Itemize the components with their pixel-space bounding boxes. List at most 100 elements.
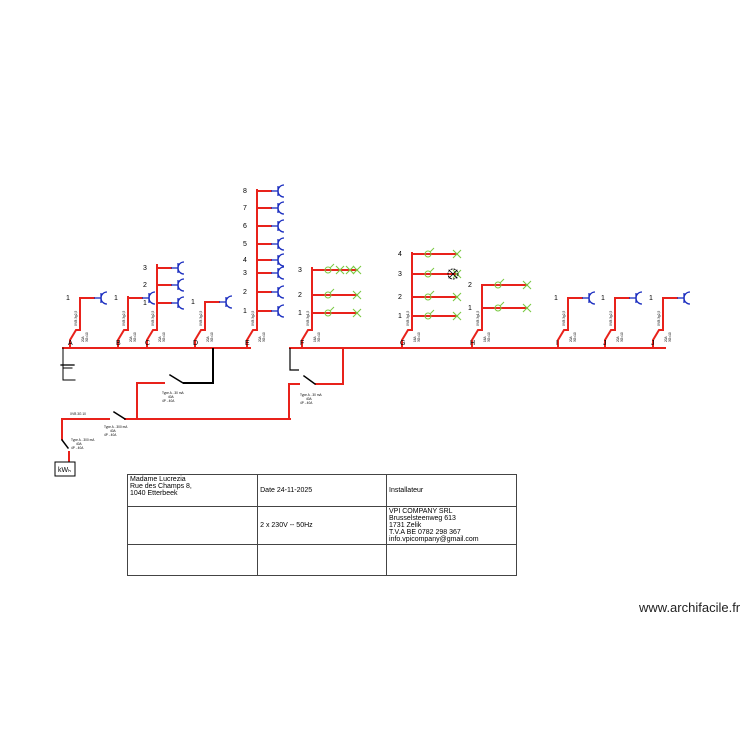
point-number: 3 bbox=[143, 265, 147, 272]
switch-symbol bbox=[324, 288, 335, 299]
circuit-letter: F bbox=[300, 340, 304, 347]
socket-icon bbox=[94, 291, 108, 305]
switch-symbol bbox=[424, 247, 435, 258]
switch-symbol bbox=[324, 263, 335, 274]
circuit-size: 3G=10 bbox=[133, 332, 137, 342]
point-number: 1 bbox=[143, 300, 147, 307]
switch-symbol bbox=[424, 309, 435, 320]
diff-rating: 40A bbox=[168, 395, 175, 399]
diff-switch-blade bbox=[168, 373, 185, 385]
socket-icon bbox=[271, 201, 285, 215]
socket-icon bbox=[271, 253, 285, 267]
socket-icon bbox=[271, 237, 285, 251]
socket-icon bbox=[171, 278, 185, 292]
diff-label: Type A - 30 mA bbox=[300, 393, 322, 397]
switch-icon bbox=[494, 301, 505, 312]
feed-wire-left bbox=[183, 348, 214, 384]
title-block: Madame Lucrezia Rue des Champs 8, 1040 E… bbox=[126, 474, 517, 576]
circuit-breaker-F bbox=[301, 329, 312, 348]
installer-label: Installateur bbox=[389, 487, 424, 494]
supply-cell: 2 x 230V -- 50Hz bbox=[257, 506, 388, 545]
circuit-cable: XVB 3g1,5 bbox=[306, 311, 310, 326]
point-number: 1 bbox=[191, 299, 195, 306]
circuit-cable: XVB 3g1,5 bbox=[406, 311, 410, 326]
switch-symbol bbox=[324, 306, 335, 317]
light-icon bbox=[452, 311, 462, 321]
empty-cell bbox=[386, 544, 517, 576]
switch-icon bbox=[324, 288, 335, 299]
socket-arc bbox=[277, 237, 285, 251]
circuit-rating: 20A bbox=[569, 335, 573, 342]
point-number: 1 bbox=[554, 295, 558, 302]
socket-arc bbox=[225, 295, 233, 309]
switch-icon bbox=[324, 263, 335, 274]
circuit-breaker-H bbox=[471, 329, 482, 348]
circuit-size: 3G=10 bbox=[417, 332, 421, 342]
circuit-rating: 20A bbox=[664, 335, 668, 342]
switch-symbol bbox=[424, 290, 435, 301]
date-text: Date 24-11-2025 bbox=[260, 487, 313, 494]
company-street: Brusselsteenweg 613 bbox=[389, 515, 456, 522]
light-cross bbox=[452, 249, 462, 259]
main-cable-wire bbox=[61, 418, 110, 440]
light-icon bbox=[345, 265, 355, 275]
main-diff-label: Type A - 300 mA bbox=[104, 425, 128, 429]
empty-cell bbox=[126, 506, 259, 545]
socket-arc bbox=[588, 291, 596, 305]
circuit-cable: XVB 3g1,5 bbox=[476, 311, 480, 326]
watermark: www.archifacile.fr bbox=[639, 600, 741, 615]
switch-symbol bbox=[424, 267, 435, 278]
point-number: 1 bbox=[114, 295, 118, 302]
diff-switch-blade bbox=[302, 374, 317, 386]
circuit-rating: 16A bbox=[483, 335, 487, 342]
circuit-cable: XVB 3g2,5 bbox=[74, 311, 78, 326]
switch-icon bbox=[494, 278, 505, 289]
point-number: 2 bbox=[468, 282, 472, 289]
switch-icon bbox=[424, 290, 435, 301]
client-street: Rue des Champs 8, bbox=[130, 483, 192, 490]
point-number: 1 bbox=[649, 295, 653, 302]
socket-arc bbox=[177, 296, 185, 310]
circuit-size: 3G=10 bbox=[162, 332, 166, 342]
point-number: 2 bbox=[143, 282, 147, 289]
circuit-rating: 16A bbox=[313, 335, 317, 342]
point-number: 2 bbox=[398, 294, 402, 301]
socket-arc bbox=[148, 291, 156, 305]
circuit-size: 3G=10 bbox=[210, 332, 214, 342]
socket-icon bbox=[171, 296, 185, 310]
light-icon bbox=[452, 292, 462, 302]
circuit-cable: XVB 3g2,5 bbox=[199, 311, 203, 326]
circuit-letter: I bbox=[556, 340, 558, 347]
company-vat: T.V.A BE 0782 298 367 bbox=[389, 529, 461, 536]
diff-delta: 4P - 40A bbox=[300, 401, 313, 405]
socket-arc bbox=[683, 291, 691, 305]
installer-cell: Installateur bbox=[386, 474, 517, 507]
point-number: 3 bbox=[398, 271, 402, 278]
client-city: 1040 Etterbeek bbox=[130, 490, 178, 497]
point-number: 1 bbox=[601, 295, 605, 302]
circuit-letter: C bbox=[145, 340, 150, 347]
circuit-cable: XVB 3g2,5 bbox=[251, 311, 255, 326]
socket-icon bbox=[629, 291, 643, 305]
circuit-breaker-B bbox=[117, 329, 128, 348]
empty-cell bbox=[257, 544, 388, 576]
point-number: 1 bbox=[398, 313, 402, 320]
circuit-rating: 20A bbox=[206, 335, 210, 342]
circuit-breaker-G bbox=[401, 329, 412, 348]
light-cross bbox=[335, 265, 345, 275]
point-number: 1 bbox=[243, 308, 247, 315]
feed-wire-right bbox=[315, 348, 344, 385]
circuit-size: 3G=10 bbox=[262, 332, 266, 342]
light-icon bbox=[452, 249, 462, 259]
point-number: 1 bbox=[298, 310, 302, 317]
circuit-letter: E bbox=[245, 340, 250, 347]
main-diff-blade bbox=[112, 410, 127, 421]
circuit-cable: XVB 3g2,5 bbox=[562, 311, 566, 326]
wiring-layer bbox=[61, 189, 678, 463]
socket-arc bbox=[277, 266, 285, 280]
light-icon bbox=[352, 265, 362, 275]
light-cross bbox=[522, 303, 532, 313]
diff-label: Type A - 30 mA bbox=[162, 391, 184, 395]
circuit-cable: XVB 3g2,5 bbox=[122, 311, 126, 326]
